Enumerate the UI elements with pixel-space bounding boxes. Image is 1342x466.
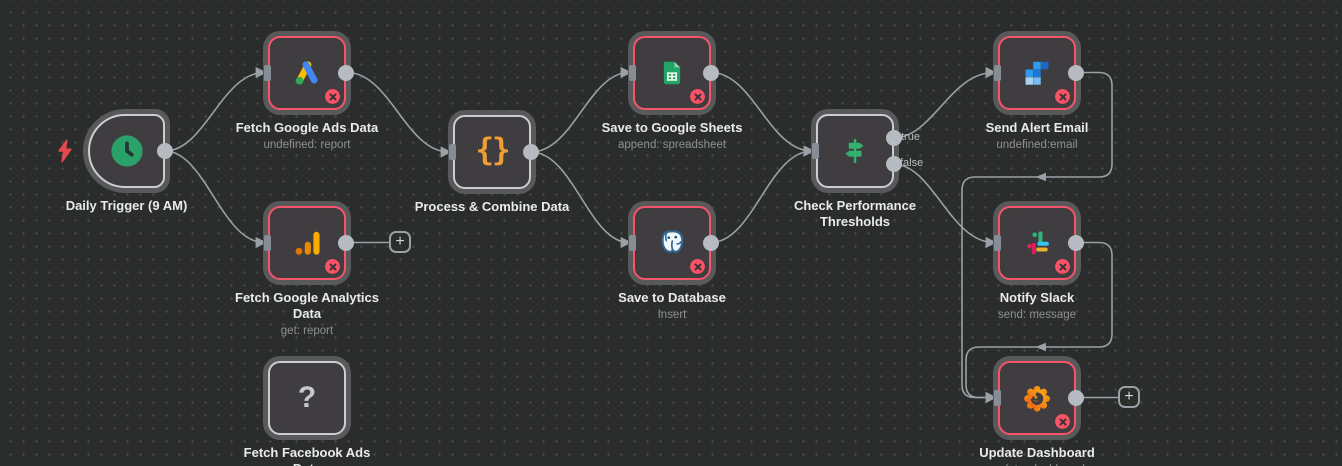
node-label: Fetch Facebook Ads Data: [243, 445, 371, 466]
node-label: Fetch Google Ads Data: [235, 120, 379, 135]
code-braces-icon: {}: [475, 132, 510, 168]
node-save-database[interactable]: Save to Database Insert: [618, 201, 726, 321]
email-grid-icon: [1025, 61, 1049, 85]
node-check-thresholds[interactable]: Check Performance Thresholds: [794, 109, 916, 229]
node-label: Fetch Google Analytics Data: [235, 290, 379, 321]
node-notify-slack[interactable]: Notify Slack send: message: [993, 201, 1084, 321]
input-port[interactable]: [994, 390, 1001, 406]
node-label: Update Dashboard: [979, 445, 1095, 460]
signpost-icon: [845, 138, 864, 164]
output-port[interactable]: [523, 144, 539, 160]
node-subtitle: undefined: report: [263, 139, 351, 151]
node-label: Process & Combine Data: [414, 199, 570, 214]
connection-trigger-to-google-ads[interactable]: [164, 66, 267, 152]
slack-icon: [1027, 231, 1049, 255]
output-port[interactable]: [1068, 235, 1084, 251]
node-fetch-facebook-ads[interactable]: ? Fetch Facebook Ads Data: [244, 356, 370, 466]
branch-label-true: true: [901, 131, 920, 143]
output-port[interactable]: [338, 235, 354, 251]
google-analytics-icon: [295, 231, 320, 255]
node-send-alert-email[interactable]: Send Alert Email undefined:email: [986, 31, 1088, 151]
node-fetch-google-ads[interactable]: Fetch Google Ads Data undefined: report: [236, 31, 378, 151]
input-port[interactable]: [629, 65, 636, 81]
connection-false-to-slack[interactable]: [892, 163, 997, 249]
google-sheets-icon: [663, 61, 681, 85]
connection-process-to-sheets[interactable]: [530, 66, 632, 153]
error-badge[interactable]: [323, 87, 342, 106]
error-badge[interactable]: [1053, 412, 1072, 431]
node-subtitle: get: report: [280, 325, 334, 337]
node-save-google-sheets[interactable]: Save to Google Sheets append: spreadshee…: [602, 31, 742, 151]
trigger-bolt-icon: [55, 139, 75, 168]
node-label: Check Performance Thresholds: [793, 198, 917, 229]
connection-true-to-email[interactable]: [892, 66, 997, 139]
node-update-dashboard[interactable]: Update Dashboard update: dashboard: [979, 356, 1095, 466]
google-ads-icon: [295, 61, 318, 85]
connection-process-to-database[interactable]: [530, 151, 632, 249]
input-port[interactable]: [629, 235, 636, 251]
node-label: Save to Google Sheets: [601, 120, 743, 135]
add-connection-button[interactable]: +: [1118, 386, 1140, 408]
node-subtitle: update: dashboard: [937, 463, 1137, 466]
output-port-true[interactable]: [886, 130, 902, 146]
wire-direction-arrow: [1035, 172, 1046, 182]
output-port-false[interactable]: [886, 156, 902, 172]
connection-database-to-check[interactable]: [710, 145, 815, 244]
output-port[interactable]: [157, 143, 173, 159]
node-subtitle: send: message: [998, 309, 1076, 321]
input-port[interactable]: [264, 235, 271, 251]
grafana-icon: [1024, 385, 1050, 412]
postgresql-icon: [661, 230, 684, 253]
question-mark-icon: ?: [297, 381, 317, 414]
connection-trigger-to-google-analytics[interactable]: [164, 150, 267, 249]
error-badge[interactable]: [1053, 257, 1072, 276]
node-label: Send Alert Email: [985, 120, 1089, 135]
input-port[interactable]: [449, 144, 456, 160]
branch-label-false: false: [900, 157, 924, 169]
node-label: Notify Slack: [999, 290, 1075, 305]
node-daily-trigger[interactable]: Daily Trigger (9 AM): [58, 109, 187, 213]
node-subtitle: undefined:email: [996, 139, 1078, 151]
error-badge[interactable]: [688, 87, 707, 106]
output-port[interactable]: [1068, 390, 1084, 406]
node-label: Save to Database: [618, 290, 726, 305]
connection-google-ads-to-process[interactable]: [346, 71, 452, 158]
input-port[interactable]: [812, 143, 819, 159]
output-port[interactable]: [338, 65, 354, 81]
node-label: Daily Trigger (9 AM): [65, 198, 188, 213]
wire-direction-arrow: [1035, 342, 1046, 352]
error-badge[interactable]: [688, 257, 707, 276]
input-port[interactable]: [994, 235, 1001, 251]
node-subtitle: Insert: [657, 309, 687, 321]
node-subtitle: append: spreadsheet: [617, 139, 727, 151]
error-badge[interactable]: [1053, 87, 1072, 106]
input-port[interactable]: [994, 65, 1001, 81]
output-port[interactable]: [703, 65, 719, 81]
output-port[interactable]: [703, 235, 719, 251]
add-connection-button[interactable]: +: [389, 231, 411, 253]
input-port[interactable]: [264, 65, 271, 81]
output-port[interactable]: [1068, 65, 1084, 81]
node-process-combine[interactable]: {} Process & Combine Data: [415, 110, 569, 214]
error-badge[interactable]: [323, 257, 342, 276]
connection-sheets-to-check[interactable]: [710, 71, 815, 157]
clock-icon: [110, 135, 143, 167]
node-fetch-google-analytics[interactable]: Fetch Google Analytics Data get: report: [235, 201, 379, 337]
